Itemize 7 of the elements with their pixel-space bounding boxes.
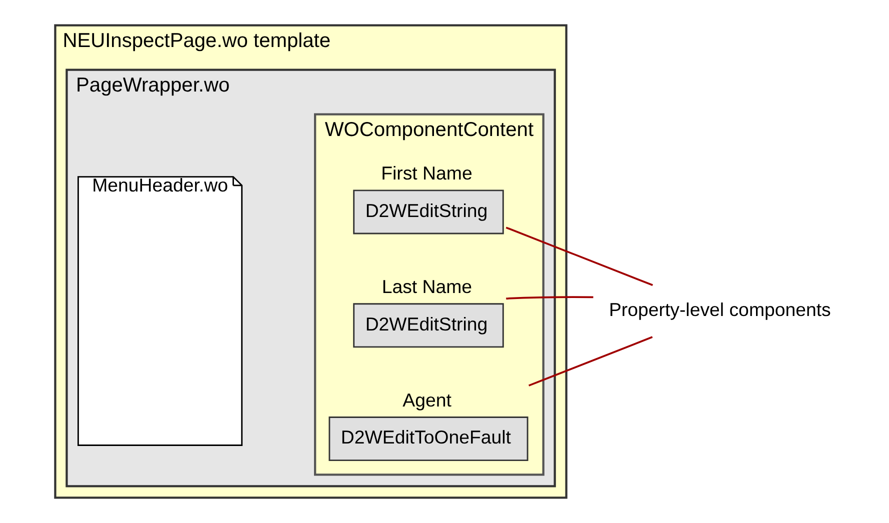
connector [528, 336, 652, 386]
node-label: First Name [380, 162, 472, 184]
connector [505, 226, 652, 286]
node-label: Agent [402, 389, 451, 410]
node-text: Property-level components [608, 298, 830, 320]
node-label: Last Name [381, 276, 472, 297]
connector [506, 296, 593, 300]
